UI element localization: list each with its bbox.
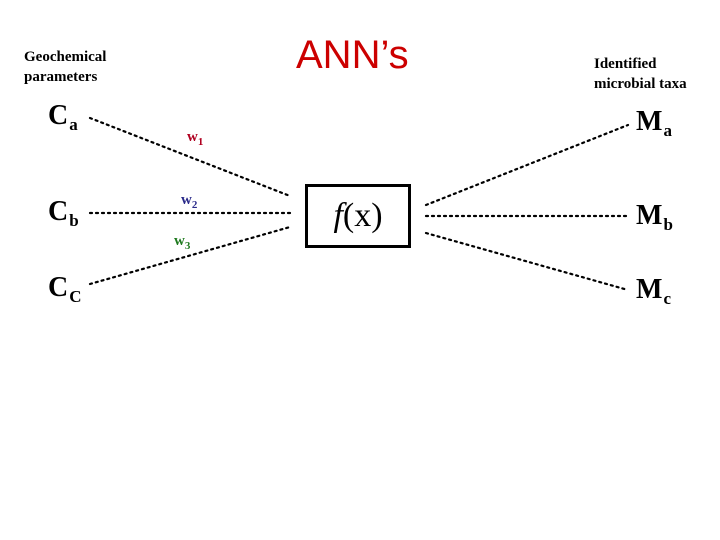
outputs-header-line2: microbial taxa xyxy=(594,76,687,92)
diagram-title: ANN’s xyxy=(296,33,409,77)
outputs-header-line1: Identified xyxy=(594,56,657,72)
edge-f-mc xyxy=(424,231,630,292)
output-node-ma: Ma xyxy=(636,106,672,140)
weight-w3: w3 xyxy=(174,233,191,252)
weight-w1: w1 xyxy=(187,129,204,148)
inputs-header-line2: parameters xyxy=(24,69,98,85)
edge-ca-f xyxy=(88,116,292,198)
inputs-header-line1: Geochemical xyxy=(24,49,107,65)
input-node-cc: CC xyxy=(48,272,82,306)
output-node-mb: Mb xyxy=(636,200,673,234)
output-node-mc: Mc xyxy=(636,274,671,308)
edge-f-ma xyxy=(424,123,630,207)
input-node-cb: Cb xyxy=(48,196,79,230)
edge-cc-f xyxy=(88,225,292,286)
function-symbol: f xyxy=(333,197,343,234)
input-node-ca: Ca xyxy=(48,100,78,134)
function-argument: (x) xyxy=(342,197,383,234)
weight-w2: w2 xyxy=(181,192,198,211)
inputs-header: Geochemical parameters xyxy=(24,47,106,87)
outputs-header: Identified microbial taxa xyxy=(594,54,687,94)
activation-function-box: f(x) xyxy=(305,184,411,248)
